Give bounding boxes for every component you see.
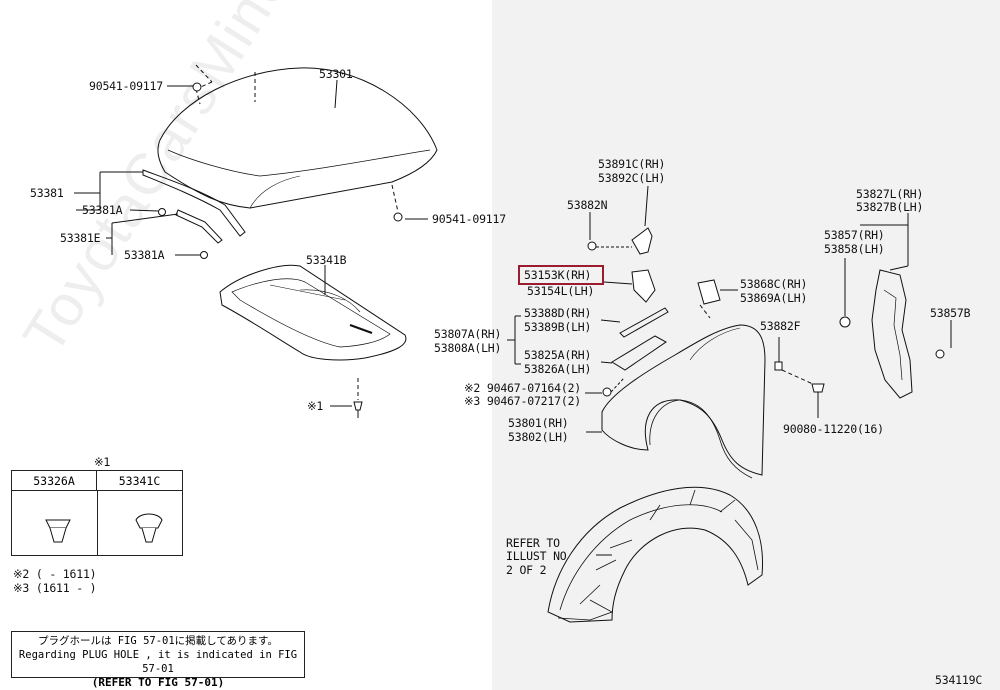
part-label-53381e[interactable]: 53381E <box>60 231 101 245</box>
note-line-1: プラグホールは FIG 57-01に掲載してあります。 <box>37 635 279 647</box>
part-label-53827b[interactable]: 53827B(LH) <box>856 200 924 214</box>
part-label-90541-09117-b[interactable]: 90541-09117 <box>432 212 506 226</box>
part-label-53388d[interactable]: 53388D(RH) <box>524 306 592 320</box>
clip-table-divider <box>97 491 98 555</box>
highlight-box <box>518 265 604 285</box>
part-label-53826a[interactable]: 53826A(LH) <box>524 362 592 376</box>
part-label-53868c[interactable]: 53868C(RH) <box>740 277 808 291</box>
part-label-53857[interactable]: 53857(RH) <box>824 228 885 242</box>
clip-53326a-drawing <box>45 519 71 543</box>
footnote-2: ※2 ( - 1611) <box>13 567 97 581</box>
note-line-2: Regarding PLUG HOLE , it is indicated in… <box>18 649 298 675</box>
part-label-53827l[interactable]: 53827L(RH) <box>856 187 924 201</box>
part-label-53381[interactable]: 53381 <box>30 186 64 200</box>
note-line-3: (REFER TO FIG 57-01) <box>91 676 225 689</box>
part-label-53807a[interactable]: 53807A(RH) <box>434 327 502 341</box>
part-label-53381a-2[interactable]: 53381A <box>124 248 165 262</box>
hood-insulator <box>219 264 407 361</box>
clip-table-col1[interactable]: 53326A <box>12 471 97 491</box>
clip-table-col2[interactable]: 53341C <box>97 471 182 491</box>
part-label-90467-07217[interactable]: ※3 90467-07217(2) <box>464 394 582 408</box>
right-panel-background <box>492 0 1000 690</box>
part-label-53825a[interactable]: 53825A(RH) <box>524 348 592 362</box>
part-label-53882f[interactable]: 53882F <box>760 319 801 333</box>
refer-line-3: 2 OF 2 <box>506 563 547 577</box>
plug-hole-note: プラグホールは FIG 57-01に掲載してあります。 Regarding PL… <box>11 631 305 689</box>
part-label-53153k[interactable]: 53153K(RH) <box>524 268 592 282</box>
wheel-liner <box>547 486 764 623</box>
clip-mark-1: ※1 <box>307 399 324 413</box>
part-label-53381a-1[interactable]: 53381A <box>82 203 123 217</box>
clip-53341c-drawing <box>135 513 163 543</box>
part-label-53801[interactable]: 53801(RH) <box>508 416 569 430</box>
part-label-90080-11220[interactable]: 90080-11220(16) <box>783 422 884 436</box>
part-label-53857b[interactable]: 53857B <box>930 306 971 320</box>
part-label-53858[interactable]: 53858(LH) <box>824 242 885 256</box>
part-label-53389b[interactable]: 53389B(LH) <box>524 320 592 334</box>
footnote-3: ※3 (1611 - ) <box>13 581 97 595</box>
part-label-90467-07164[interactable]: ※2 90467-07164(2) <box>464 381 582 395</box>
front-fender <box>601 324 766 479</box>
part-label-53301[interactable]: 53301 <box>319 67 353 81</box>
refer-line-2: ILLUST NO <box>506 549 567 563</box>
part-label-53341b[interactable]: 53341B <box>306 253 347 267</box>
part-label-53154l[interactable]: 53154L(LH) <box>527 284 595 298</box>
figure-code: 534119C <box>935 673 983 687</box>
clip-table: 53326A 53341C <box>11 470 183 556</box>
part-label-53802[interactable]: 53802(LH) <box>508 430 569 444</box>
part-label-53891c[interactable]: 53891C(RH) <box>598 157 666 171</box>
part-label-53892c[interactable]: 53892C(LH) <box>598 171 666 185</box>
part-label-53808a[interactable]: 53808A(LH) <box>434 341 502 355</box>
hood-panel <box>157 67 438 209</box>
part-label-53882n[interactable]: 53882N <box>567 198 608 212</box>
part-label-90541-09117-a[interactable]: 90541-09117 <box>89 79 163 93</box>
part-label-53869a[interactable]: 53869A(LH) <box>740 291 808 305</box>
fender-liner-panel <box>871 269 913 399</box>
clip-table-mark: ※1 <box>94 455 111 469</box>
refer-line-1: REFER TO <box>506 536 560 550</box>
